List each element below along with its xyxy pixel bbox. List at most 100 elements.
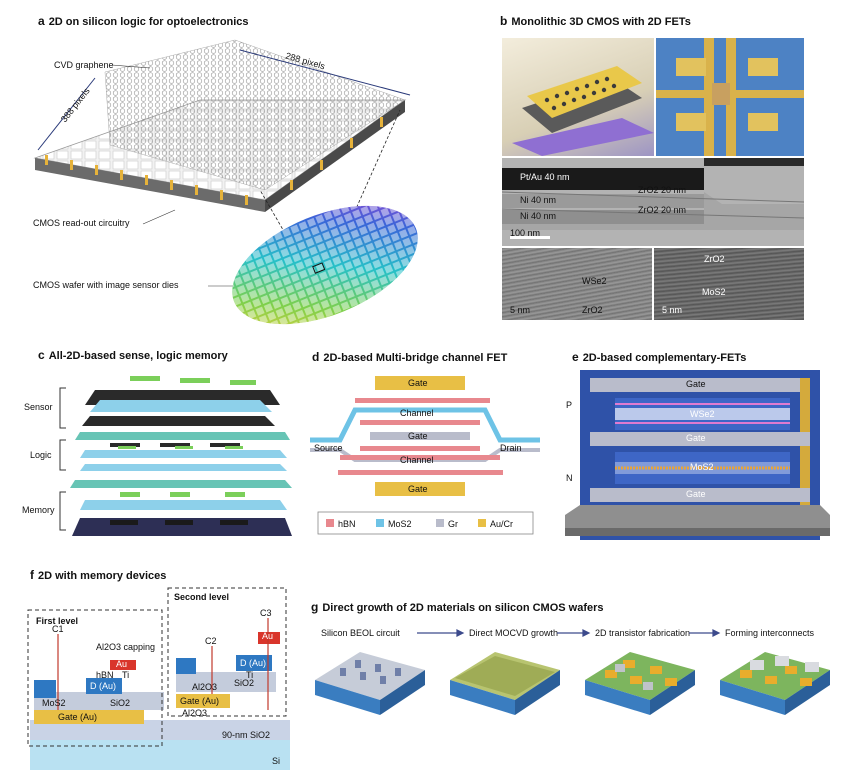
hrtem-label-zro2-low: ZrO2 — [582, 305, 603, 315]
label-sio2-90: 90-nm SiO2 — [222, 730, 271, 740]
hrtem-scale-left: 5 nm — [510, 305, 531, 315]
legend-swatch-au — [478, 519, 486, 527]
legend-label-hbn: hBN — [338, 519, 356, 529]
panel-d-title-text: 2D-based Multi-bridge channel FET — [323, 352, 508, 364]
legend-swatch-hbn — [326, 519, 334, 527]
label-au-1: Au — [116, 659, 128, 669]
tem-label-zro2-2: ZrO2 20 nm — [638, 205, 687, 215]
dim-arrow-right — [239, 49, 411, 96]
panel-g-letter: g — [311, 600, 319, 614]
label-au-2: Au — [262, 631, 274, 641]
legend-label-au: Au/Cr — [490, 519, 514, 529]
step-2-label: Direct MOCVD growth — [469, 628, 559, 638]
label-e-n: N — [566, 473, 573, 483]
tem-label-ni-2: Ni 40 nm — [520, 211, 557, 221]
label-drain: Drain — [500, 443, 522, 453]
label-e-mos2: MoS2 — [690, 462, 714, 472]
label-channel-top: Channel — [400, 408, 434, 418]
panel-e-letter: e — [572, 350, 579, 364]
hrtem-scale-right: 5 nm — [662, 305, 683, 315]
label-memory: Memory — [22, 505, 55, 515]
label-logic: Logic — [30, 450, 52, 460]
label-hbn: hBN — [96, 670, 114, 680]
label-si: Si — [272, 756, 281, 766]
step-3-label: 2D transistor fabrication — [595, 628, 691, 638]
panel-f-title-text: 2D with memory devices — [38, 570, 167, 582]
panel-a-illustration — [33, 39, 418, 325]
panel-f-letter: f — [30, 568, 34, 582]
cmos-wafer — [232, 205, 418, 325]
label-e-gate-mid: Gate — [686, 433, 706, 443]
panel-a-letter: a — [38, 14, 45, 28]
label-gate-bot: Gate — [408, 484, 428, 494]
wafer-step-4 — [720, 652, 830, 715]
label-e-gate-top: Gate — [686, 379, 706, 389]
chip-front-side — [35, 158, 265, 212]
label-sio2-2: SiO2 — [234, 678, 255, 688]
tem-cross-section — [502, 158, 804, 246]
gold-pads — [45, 117, 383, 205]
label-second-level: Second level — [174, 592, 230, 602]
panel-f-title: f 2D with memory devices — [30, 568, 166, 582]
label-e-wse2: WSe2 — [690, 409, 715, 419]
chip-right-side — [265, 100, 405, 212]
legend-swatch-mos2 — [376, 519, 384, 527]
hrtem-left — [502, 248, 652, 320]
legend-label-mos2: MoS2 — [388, 519, 412, 529]
label-gate-au-2: Gate (Au) — [180, 696, 220, 706]
panel-d-letter: d — [312, 350, 320, 364]
panel-e-cfet — [565, 370, 830, 540]
tem-label-zro2-1: ZrO2 20 nm — [638, 185, 687, 195]
label-gate-mid: Gate — [408, 431, 428, 441]
hrtem-right — [654, 248, 804, 320]
label-d-au-1: D (Au) — [90, 681, 117, 691]
legend-label-gr: Gr — [448, 519, 458, 529]
step-1-label: Silicon BEOL circuit — [321, 628, 400, 638]
panel-c-stack — [59, 376, 292, 536]
legend-swatch-gr — [436, 519, 444, 527]
label-c3: C3 — [260, 608, 272, 618]
label-source: Source — [314, 443, 343, 453]
wafer-step-3 — [585, 652, 695, 715]
hrtem-label-wse2: WSe2 — [582, 276, 607, 286]
label-c1: C1 — [52, 624, 64, 634]
label-ti-2: Ti — [246, 670, 254, 680]
step-4-label: Forming interconnects — [725, 628, 815, 638]
label-al2o3-capping: Al2O3 capping — [96, 642, 156, 652]
label-d-au-2: D (Au) — [240, 658, 267, 668]
panel-a-title-text: 2D on silicon logic for optoelectronics — [48, 16, 249, 28]
wafer-step-1 — [315, 652, 425, 715]
label-e-p: P — [566, 400, 573, 410]
panel-d-mbcfet — [310, 376, 540, 535]
tem-label-pt-au: Pt/Au 40 nm — [520, 172, 570, 182]
hrtem-label-mos2-right: MoS2 — [702, 287, 726, 297]
panel-c-letter: c — [38, 348, 45, 362]
label-al2o3-a: Al2O3 — [192, 682, 218, 692]
label-cmos-wafer: CMOS wafer with image sensor dies — [33, 280, 179, 290]
panel-b-title-text: Monolithic 3D CMOS with 2D FETs — [511, 16, 691, 28]
graphene-sheet — [104, 39, 406, 191]
label-al2o3-b: Al2O3 — [182, 708, 208, 718]
panel-e-title-text: 2D-based complementary-FETs — [582, 352, 747, 364]
label-gate-top: Gate — [408, 378, 428, 388]
label-e-gate-bot: Gate — [686, 489, 706, 499]
label-sensor: Sensor — [24, 402, 53, 412]
label-ti-1: Ti — [122, 670, 130, 680]
tem-label-ni-1: Ni 40 nm — [520, 195, 557, 205]
optical-micrograph — [656, 38, 804, 156]
label-sio2-1: SiO2 — [110, 698, 131, 708]
cmos-3d-render — [502, 38, 654, 156]
label-mos2: MoS2 — [42, 698, 66, 708]
